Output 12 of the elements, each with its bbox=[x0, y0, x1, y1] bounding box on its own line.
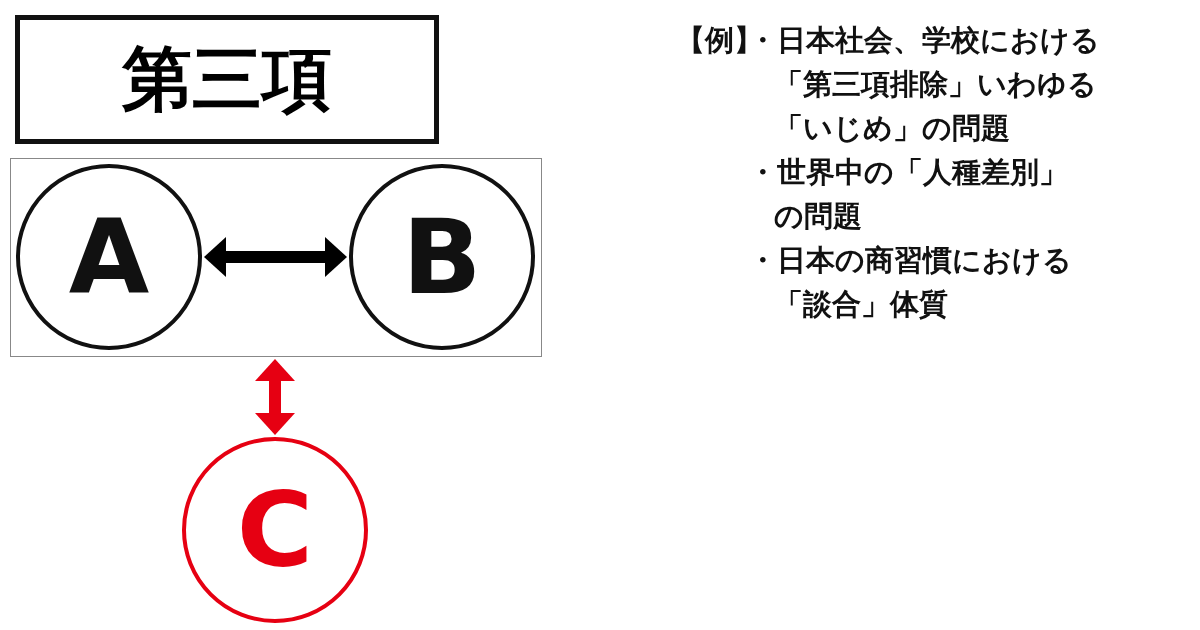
double-arrow bbox=[204, 237, 347, 277]
title-box: 第三項 bbox=[15, 15, 439, 144]
node-letter: A bbox=[68, 205, 150, 309]
bullet-text: ・世界中の「人種差別」の問題 bbox=[748, 154, 1069, 235]
circle-node bbox=[16, 164, 202, 350]
bullet-text: ・日本の商習慣における「談合」体質 bbox=[748, 242, 1073, 323]
group-frame bbox=[10, 158, 542, 357]
circle-node bbox=[182, 437, 368, 623]
node-letter: B bbox=[402, 205, 482, 309]
double-arrow bbox=[255, 359, 295, 435]
node-letter: C bbox=[236, 478, 314, 582]
circle-node bbox=[349, 164, 535, 350]
